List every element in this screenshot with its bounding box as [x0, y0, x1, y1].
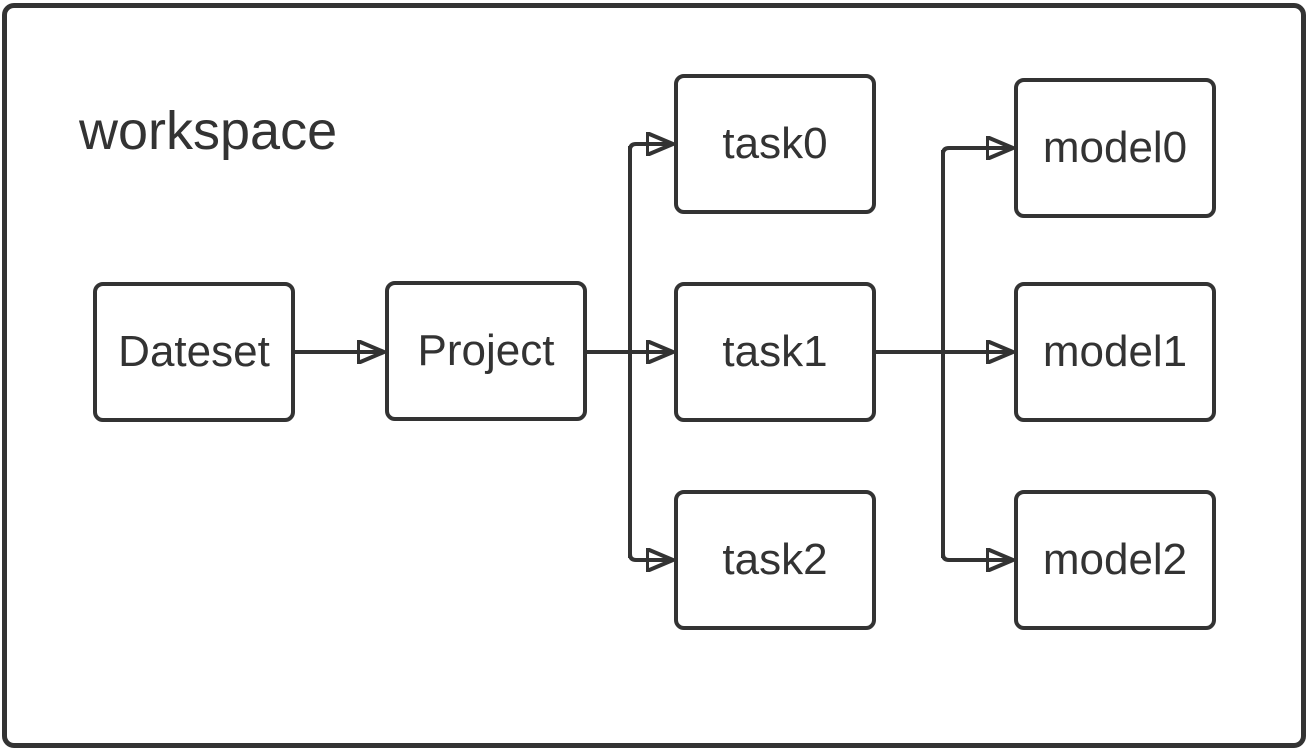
node-task2-label: task2 — [722, 535, 828, 584]
node-dateset: Dateset — [93, 282, 295, 422]
node-task2: task2 — [674, 490, 876, 630]
node-model2-label: model2 — [1042, 535, 1188, 584]
edge-task1-model0 — [941, 148, 1011, 154]
edge-project-task0 — [628, 144, 671, 150]
node-task0-label: task0 — [722, 119, 828, 168]
node-model1: model1 — [1014, 282, 1216, 422]
node-model1-label: model1 — [1042, 327, 1188, 376]
node-model0: model0 — [1014, 78, 1216, 218]
workspace-frame — [2, 3, 1306, 748]
node-task1-label: task1 — [722, 327, 828, 376]
node-project: Project — [385, 281, 587, 421]
node-model0-label: model0 — [1042, 123, 1188, 172]
node-model2: model2 — [1014, 490, 1216, 630]
node-task0: task0 — [674, 74, 876, 214]
node-project-label: Project — [417, 326, 555, 375]
workspace-title: workspace — [79, 101, 338, 161]
edge-project-task2 — [628, 554, 671, 560]
edge-task1-model2 — [941, 554, 1011, 560]
node-task1: task1 — [674, 282, 876, 422]
node-dateset-label: Dateset — [118, 327, 270, 376]
